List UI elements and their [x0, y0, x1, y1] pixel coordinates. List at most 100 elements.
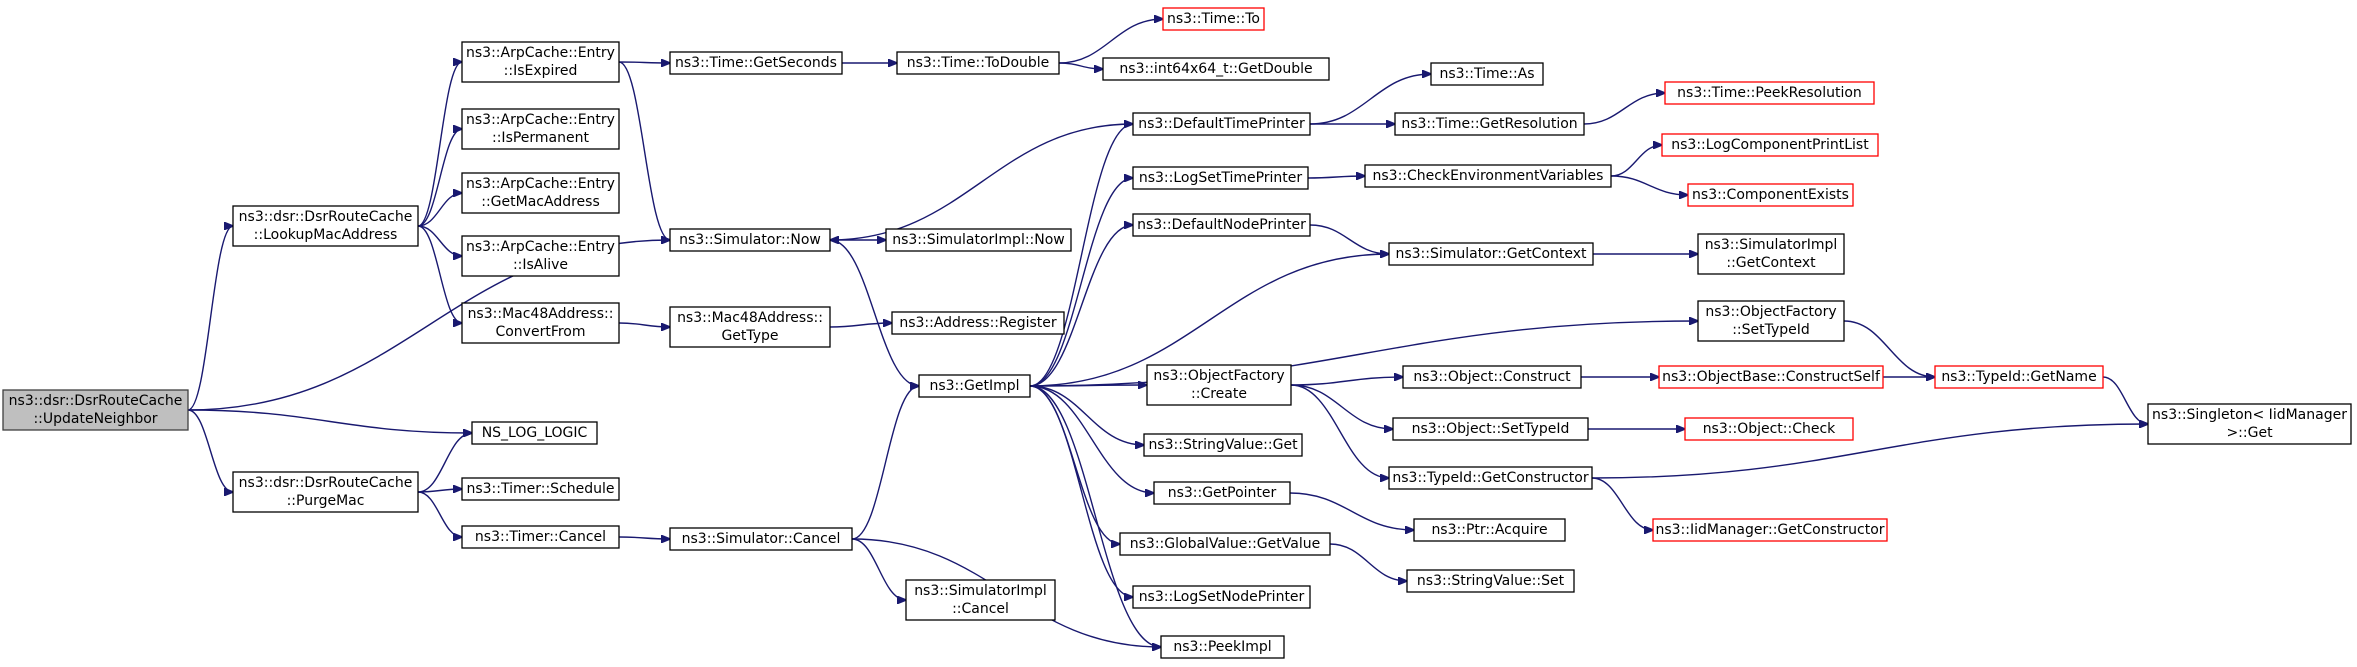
node-label: ::IsExpired [504, 63, 578, 79]
edge-convertfrom-to-gettype [618, 322, 670, 327]
node-objconstruct[interactable]: ns3::Object::Construct [1402, 365, 1582, 389]
node-objcheck[interactable]: ns3::Object::Check [1684, 417, 1854, 441]
node-label: GetType [721, 328, 778, 344]
node-timeto[interactable]: ns3::Time::To [1162, 7, 1265, 31]
node-label: ns3::ObjectBase::ConstructSelf [1662, 369, 1881, 385]
node-box [1160, 635, 1285, 659]
node-label: ns3::ComponentExists [1692, 187, 1849, 203]
node-box [896, 51, 1060, 75]
node-timercancel[interactable]: ns3::Timer::Cancel [461, 525, 620, 549]
node-box [905, 579, 1056, 621]
node-ptracquire[interactable]: ns3::Ptr::Acquire [1413, 518, 1566, 542]
node-box [1388, 242, 1594, 266]
node-label: NS_LOG_LOGIC [482, 425, 588, 441]
node-gvgetvalue[interactable]: ns3::GlobalValue::GetValue [1119, 532, 1331, 556]
node-label: ns3::Timer::Cancel [475, 529, 606, 545]
node-singleton[interactable]: ns3::Singleton< IidManager >::Get [2147, 403, 2352, 445]
edge-purge-to-timercancel [417, 491, 462, 537]
node-label: ns3::TypeId::GetName [1941, 369, 2096, 385]
node-label: ns3::Ptr::Acquire [1431, 522, 1547, 538]
node-lookup[interactable]: ns3::dsr::DsrRouteCache::LookupMacAddres… [232, 205, 419, 247]
node-int64[interactable]: ns3::int64x64_t::GetDouble [1102, 57, 1330, 81]
node-peekimpl[interactable]: ns3::PeekImpl [1160, 635, 1285, 659]
node-label: ns3::Time::As [1439, 66, 1534, 82]
node-logcomp[interactable]: ns3::LogComponentPrintList [1661, 133, 1879, 157]
node-objbasector[interactable]: ns3::ObjectBase::ConstructSelf [1658, 365, 1884, 389]
node-timeas[interactable]: ns3::Time::As [1430, 62, 1544, 86]
edge-deftimeprinter-to-simnow [830, 123, 1134, 240]
node-ofcreate[interactable]: ns3::ObjectFactory::Create [1146, 364, 1292, 406]
node-label: ::UpdateNeighbor [33, 411, 157, 427]
node-label: ns3::Time::ToDouble [907, 55, 1050, 71]
node-isalive[interactable]: ns3::ArpCache::Entry::IsAlive [461, 235, 620, 277]
node-box [1153, 481, 1291, 505]
node-simimplcancel[interactable]: ns3::SimulatorImpl::Cancel [905, 579, 1056, 621]
node-box [1143, 433, 1303, 457]
node-strvalset[interactable]: ns3::StringValue::Set [1406, 569, 1575, 593]
node-timersched[interactable]: ns3::Timer::Schedule [461, 477, 620, 501]
node-purge[interactable]: ns3::dsr::DsrRouteCache::PurgeMac [232, 471, 419, 513]
node-label: ns3::IidManager::GetConstructor [1655, 522, 1884, 538]
edge-lookup-to-isperm [417, 129, 462, 227]
node-objsettypeid[interactable]: ns3::Object::SetTypeId [1392, 417, 1589, 441]
node-simimplgetctx[interactable]: ns3::SimulatorImpl::GetContext [1697, 233, 1845, 275]
node-defnodeprinter[interactable]: ns3::DefaultNodePrinter [1132, 213, 1311, 237]
node-box [1392, 417, 1589, 441]
node-root[interactable]: ns3::dsr::DsrRouteCache::UpdateNeighbor [2, 389, 189, 431]
node-simcancel[interactable]: ns3::Simulator::Cancel [669, 527, 853, 551]
node-getimpl[interactable]: ns3::GetImpl [918, 374, 1031, 398]
node-label: ::GetContext [1726, 255, 1816, 271]
node-ofsettypeid[interactable]: ns3::ObjectFactory::SetTypeId [1697, 300, 1845, 342]
node-typeidgetname[interactable]: ns3::TypeId::GetName [1934, 365, 2104, 389]
node-box [1430, 62, 1544, 86]
node-strvalget[interactable]: ns3::StringValue::Get [1143, 433, 1303, 457]
edge-getimpl-to-logsettimeprinter [1029, 178, 1133, 387]
node-box [669, 51, 843, 75]
node-label: ns3::DefaultTimePrinter [1138, 116, 1305, 132]
node-gettype[interactable]: ns3::Mac48Address::GetType [669, 306, 831, 348]
edge-getimpl-to-defnodeprinter [1029, 225, 1133, 387]
node-box [669, 527, 853, 551]
node-isexpired[interactable]: ns3::ArpCache::Entry::IsExpired [461, 41, 620, 83]
node-logsettimeprinter[interactable]: ns3::LogSetTimePrinter [1132, 166, 1309, 190]
node-deftimeprinter[interactable]: ns3::DefaultTimePrinter [1132, 112, 1311, 136]
node-box [891, 311, 1065, 335]
node-label: ns3::GetImpl [929, 378, 1019, 394]
node-todouble[interactable]: ns3::Time::ToDouble [896, 51, 1060, 75]
node-simgetctx[interactable]: ns3::Simulator::GetContext [1388, 242, 1594, 266]
node-box [1119, 532, 1331, 556]
node-label: ns3::LogSetTimePrinter [1139, 170, 1303, 186]
node-label: ns3::Address::Register [899, 315, 1057, 331]
node-getres[interactable]: ns3::Time::GetResolution [1394, 112, 1585, 136]
node-label: ns3::TypeId::GetConstructor [1392, 470, 1588, 486]
node-convertfrom[interactable]: ns3::Mac48Address::ConvertFrom [461, 302, 620, 344]
node-label: ns3::Time::GetResolution [1401, 116, 1577, 132]
node-logsetnodeprinter[interactable]: ns3::LogSetNodePrinter [1132, 585, 1311, 609]
edge-ofcreate-to-typeidgetctor [1290, 384, 1389, 478]
node-box [471, 421, 598, 445]
node-peekres[interactable]: ns3::Time::PeekResolution [1664, 81, 1875, 105]
node-addrreg[interactable]: ns3::Address::Register [891, 311, 1065, 335]
edge-lookup-to-isalive [417, 225, 462, 256]
node-simimplnow[interactable]: ns3::SimulatorImpl::Now [885, 228, 1072, 252]
node-getseconds[interactable]: ns3::Time::GetSeconds [669, 51, 843, 75]
node-checkenv[interactable]: ns3::CheckEnvironmentVariables [1364, 164, 1612, 188]
node-compexists[interactable]: ns3::ComponentExists [1687, 183, 1854, 207]
node-simnow[interactable]: ns3::Simulator::Now [669, 228, 831, 252]
node-box [461, 302, 620, 344]
edge-logsettimeprinter-to-checkenv [1307, 176, 1365, 178]
edge-lookup-to-convertfrom [417, 225, 462, 323]
node-box [461, 108, 620, 150]
node-label: ns3::GetPointer [1168, 485, 1277, 501]
node-box [1658, 365, 1884, 389]
edge-todouble-to-int64 [1058, 62, 1103, 69]
node-getpointer[interactable]: ns3::GetPointer [1153, 481, 1291, 505]
node-isperm[interactable]: ns3::ArpCache::Entry::IsPermanent [461, 108, 620, 150]
node-label: ns3::ArpCache::Entry [466, 112, 615, 128]
node-nslog[interactable]: NS_LOG_LOGIC [471, 421, 598, 445]
node-typeidgetctor[interactable]: ns3::TypeId::GetConstructor [1388, 466, 1593, 490]
node-getmac[interactable]: ns3::ArpCache::Entry::GetMacAddress [461, 172, 620, 214]
node-label: ns3::Time::PeekResolution [1677, 85, 1862, 101]
node-iidgetctor[interactable]: ns3::IidManager::GetConstructor [1652, 518, 1888, 542]
edge-root-to-purge [187, 409, 233, 492]
